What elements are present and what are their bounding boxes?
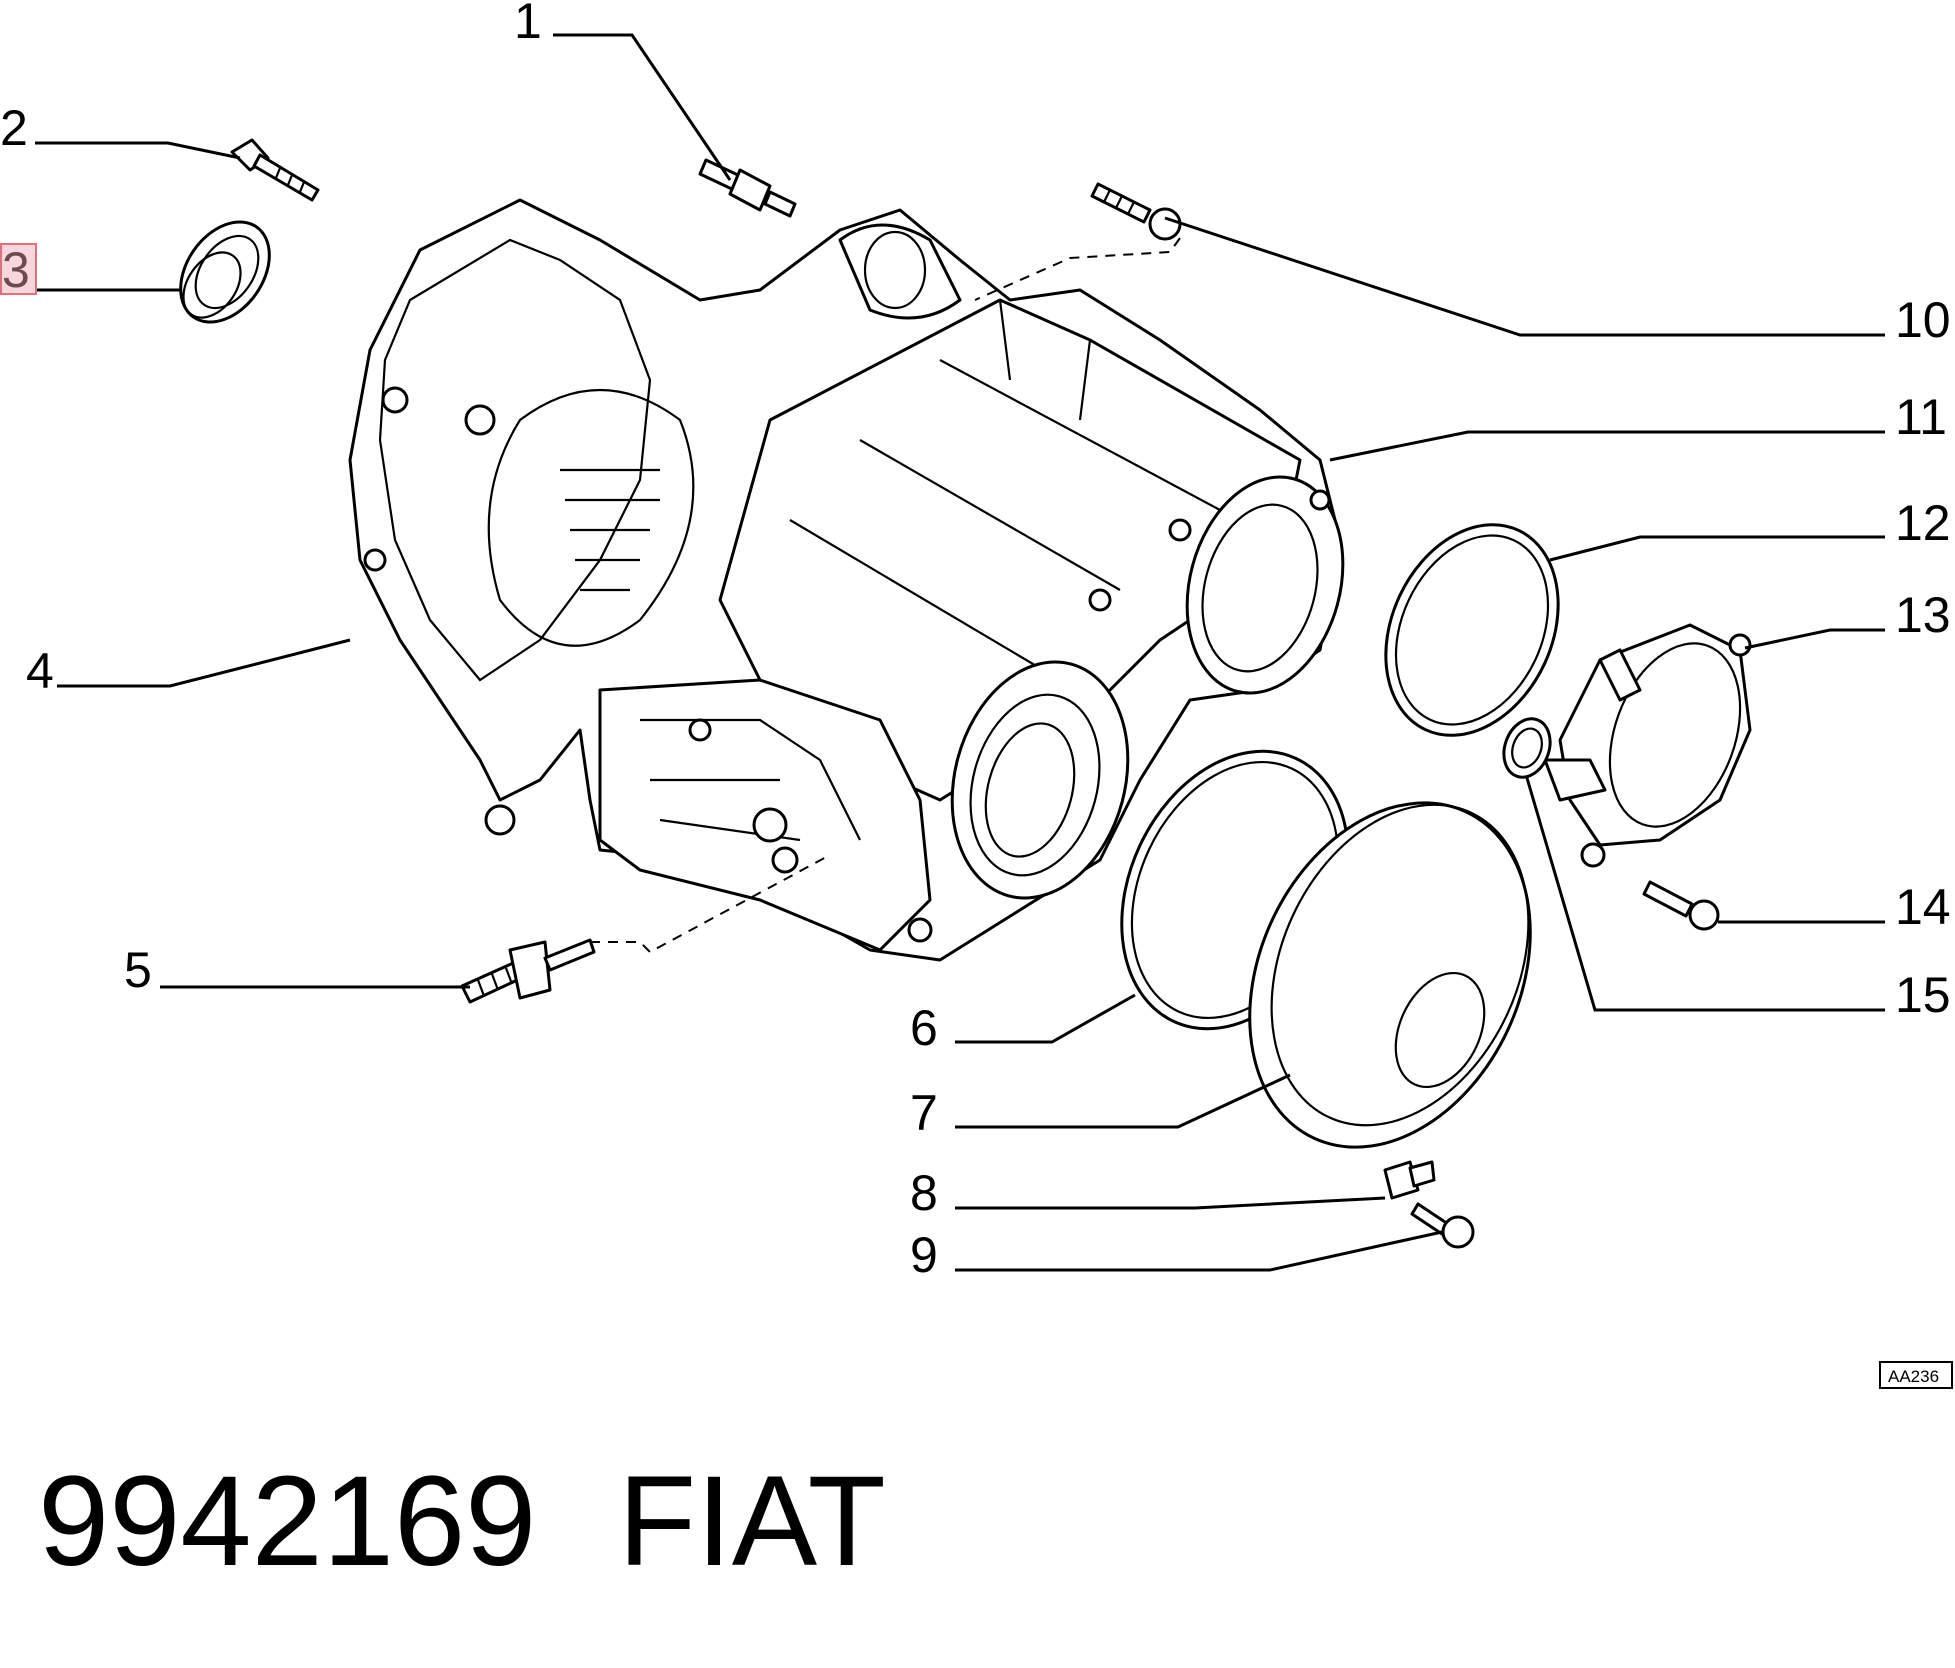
brand-name: FIAT <box>618 1450 886 1593</box>
bolt-part-14 <box>1642 880 1720 931</box>
bolt-part-10 <box>1090 182 1182 241</box>
callout-14[interactable]: 14 <box>1895 879 1951 935</box>
bolt-part-2 <box>230 138 320 202</box>
leader-15 <box>1525 777 1885 1012</box>
leader-1 <box>553 33 732 181</box>
leader-10 <box>1164 216 1885 337</box>
leader-8 <box>955 1196 1386 1210</box>
cover-part-7 <box>1248 801 1532 1149</box>
callout-9[interactable]: 9 <box>910 1227 938 1283</box>
leader-6 <box>955 993 1136 1044</box>
leader-12 <box>1549 535 1885 562</box>
callout-15[interactable]: 15 <box>1895 967 1951 1023</box>
leader-7 <box>955 1073 1291 1129</box>
leader-9 <box>955 1230 1443 1272</box>
callout-4[interactable]: 4 <box>26 643 54 699</box>
part-number: 9942169 <box>38 1450 536 1593</box>
callout-numbers: 1 2 3 4 5 6 7 8 9 10 11 12 13 14 15 <box>0 0 1951 1283</box>
callout-13[interactable]: 13 <box>1895 587 1951 643</box>
leader-lines <box>35 33 1885 1272</box>
reference-code: AA236 <box>1888 1367 1939 1386</box>
leader-2 <box>35 141 241 160</box>
oil-seal-part-3 <box>179 220 271 324</box>
leader-11 <box>1329 430 1885 462</box>
callout-8[interactable]: 8 <box>910 1165 938 1221</box>
callout-10[interactable]: 10 <box>1895 292 1951 348</box>
callout-3-highlight <box>0 243 37 295</box>
callout-12[interactable]: 12 <box>1895 495 1951 551</box>
clip-part-8 <box>1383 1160 1436 1200</box>
callout-7[interactable]: 7 <box>910 1085 938 1141</box>
small-seal-part-15 <box>1502 717 1552 779</box>
o-ring-part-12 <box>1384 523 1560 737</box>
reference-code-box: AA236 <box>1879 1361 1953 1389</box>
stud-part-5 <box>460 938 596 1004</box>
bolt-part-9 <box>1410 1202 1475 1249</box>
callout-3[interactable]: 3 <box>2 242 30 298</box>
leader-13 <box>1744 628 1885 650</box>
callout-6[interactable]: 6 <box>910 1000 938 1056</box>
stud-bolt-part-1 <box>698 158 797 218</box>
leader-4 <box>57 638 351 688</box>
gearbox-housing <box>348 198 1345 962</box>
callout-11[interactable]: 11 <box>1895 389 1947 445</box>
end-cover-part-13 <box>1543 623 1752 868</box>
callout-5[interactable]: 5 <box>124 942 152 998</box>
callout-1[interactable]: 1 <box>514 0 542 49</box>
callout-2[interactable]: 2 <box>0 100 28 156</box>
